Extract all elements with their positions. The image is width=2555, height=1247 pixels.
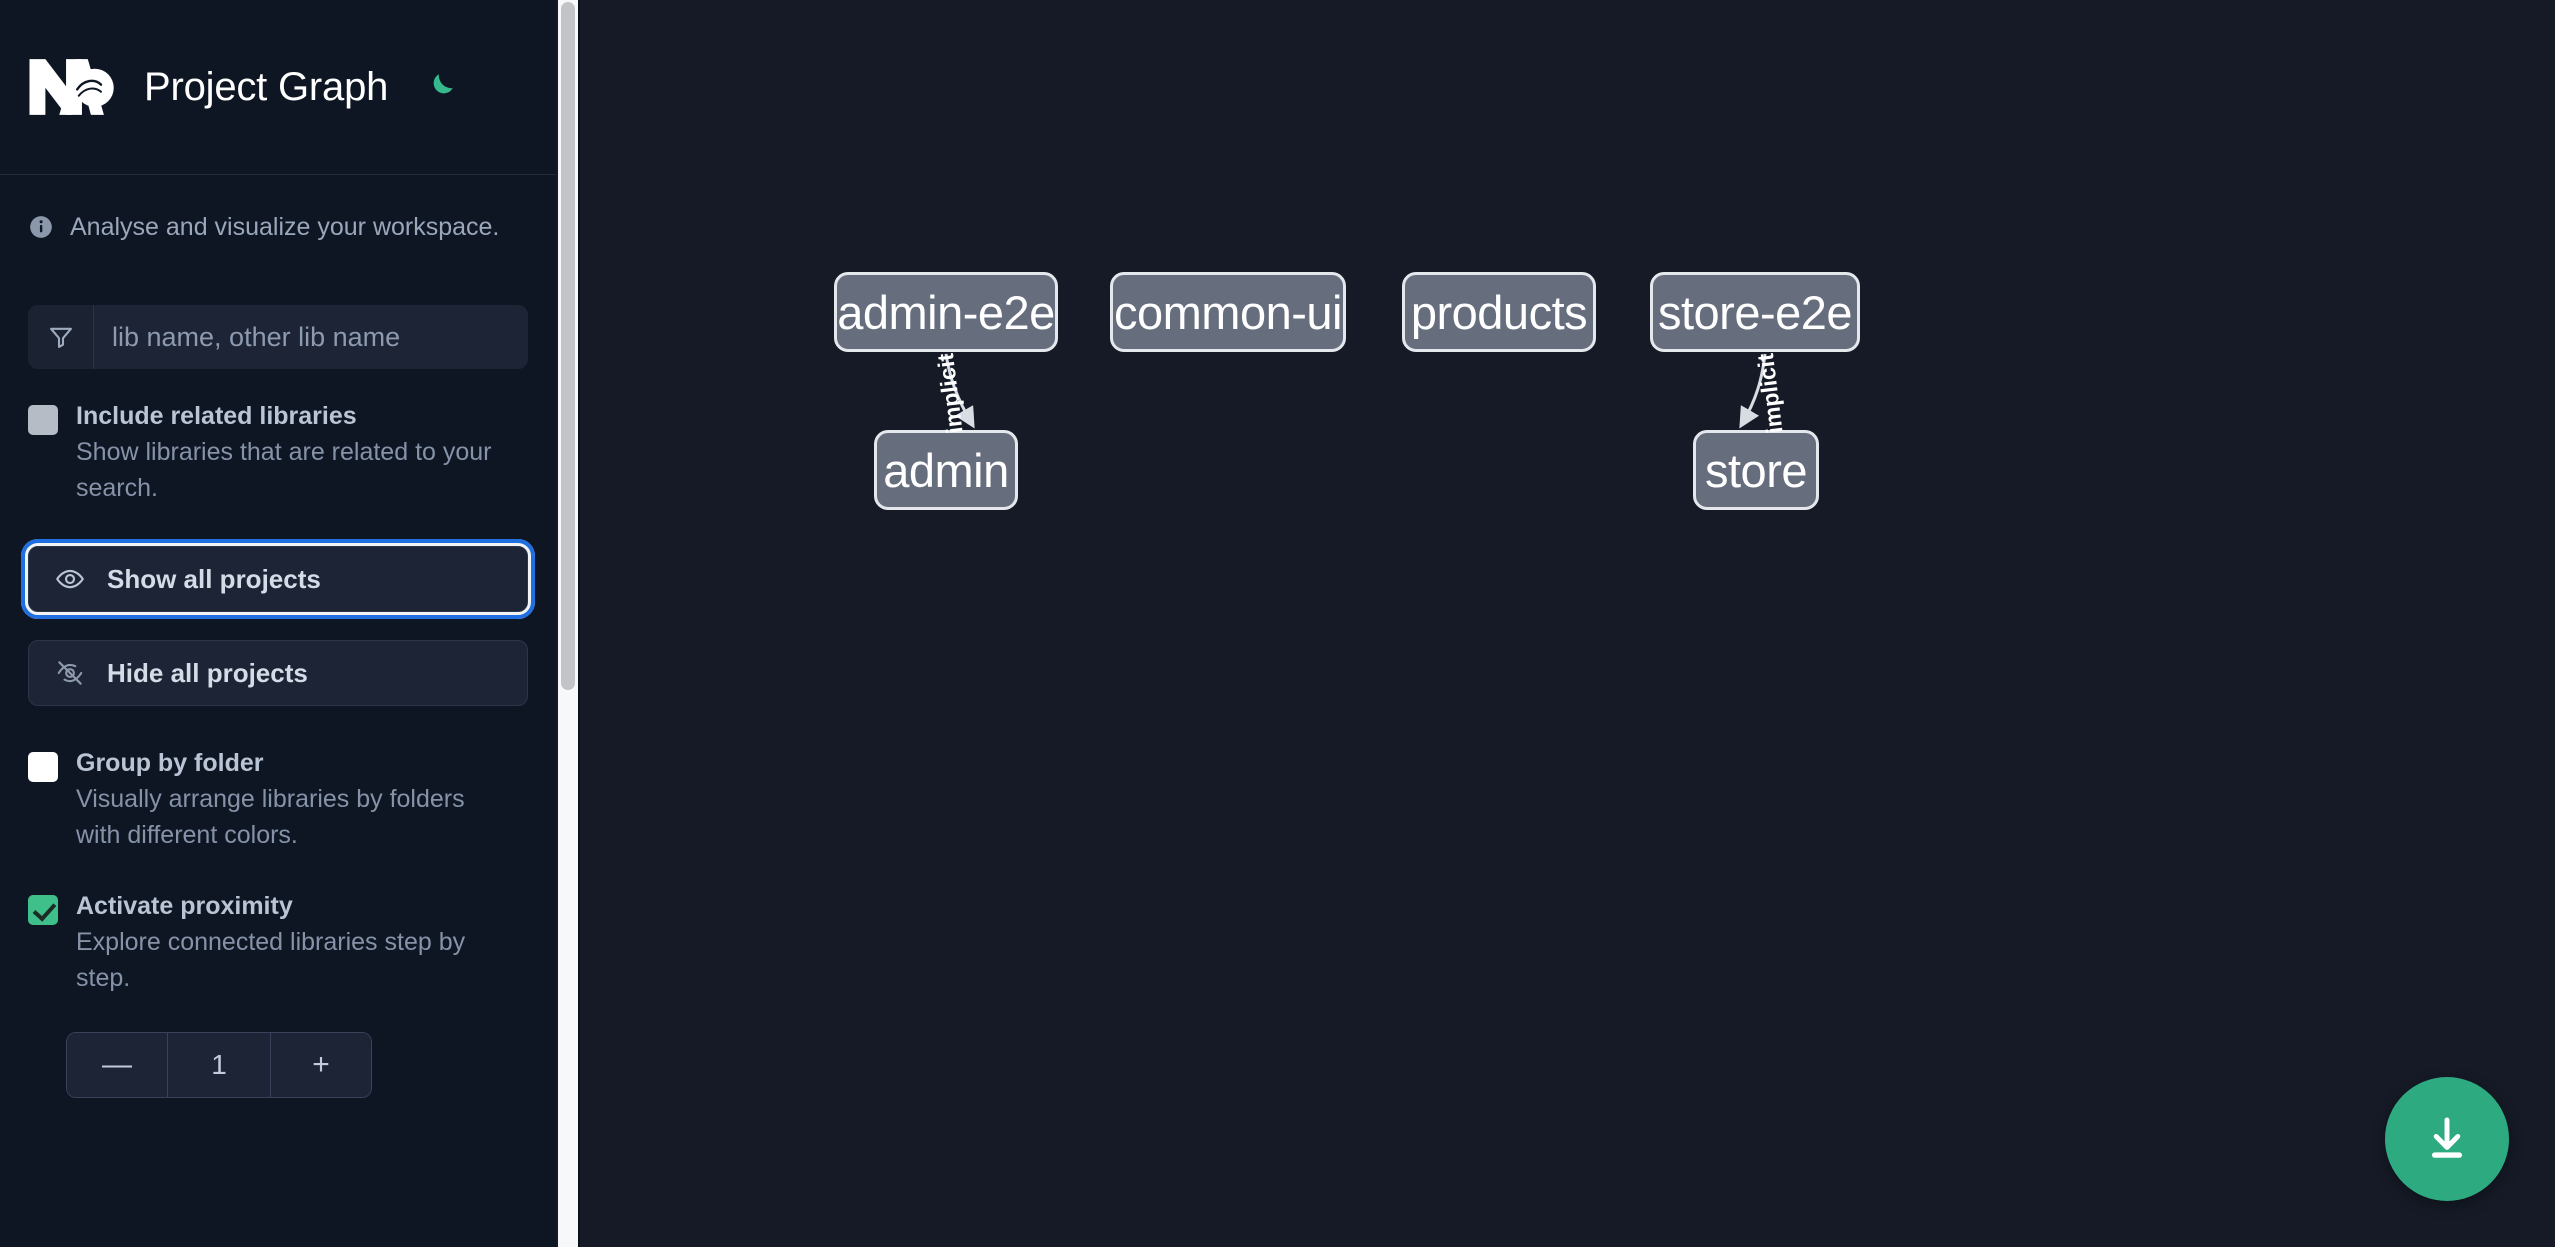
- sidebar: Project Graph Analyse and visualize yo: [0, 0, 556, 1247]
- sidebar-divider: [578, 0, 580, 1247]
- visibility-actions: Show all projects Hide all projects: [0, 539, 556, 706]
- hide-all-projects-label: Hide all projects: [107, 657, 308, 688]
- download-icon: [2420, 1111, 2474, 1168]
- filter-funnel-icon[interactable]: [28, 305, 94, 369]
- moon-icon[interactable]: [418, 65, 462, 109]
- proximity-decrement-button[interactable]: —: [67, 1033, 167, 1097]
- nx-logo-icon: [26, 56, 122, 118]
- option-description: Explore connected libraries step by step…: [76, 928, 466, 992]
- show-all-projects-label: Show all projects: [107, 563, 321, 594]
- search-input[interactable]: [94, 305, 528, 369]
- search-box[interactable]: [28, 305, 528, 369]
- sidebar-scrollbar-thumb[interactable]: [561, 2, 575, 690]
- proximity-increment-button[interactable]: +: [271, 1033, 371, 1097]
- option-activate-proximity[interactable]: Activate proximity Explore connected lib…: [0, 891, 556, 996]
- sidebar-scrollbar[interactable]: [558, 0, 578, 1247]
- option-label: Group by folder: [76, 749, 264, 777]
- option-label: Include related libraries: [76, 402, 357, 430]
- node-label: admin: [883, 443, 1009, 497]
- hide-all-projects-button[interactable]: Hide all projects: [28, 640, 528, 706]
- page-title: Project Graph: [144, 64, 389, 109]
- node-label: products: [1410, 285, 1588, 339]
- option-include-related-libraries[interactable]: Include related libraries Show libraries…: [0, 401, 556, 506]
- node-label: store: [1705, 443, 1808, 497]
- node-label: store-e2e: [1657, 285, 1853, 339]
- sidebar-header: Project Graph: [0, 0, 556, 175]
- filter-section: [0, 305, 556, 369]
- show-all-projects-button[interactable]: Show all projects: [21, 539, 535, 619]
- checkbox-group-by-folder[interactable]: [28, 752, 58, 782]
- download-graph-button[interactable]: [2385, 1077, 2509, 1201]
- proximity-value: 1: [167, 1033, 271, 1097]
- graph-node-products[interactable]: products: [1402, 272, 1596, 352]
- graph-node-admin[interactable]: admin: [874, 430, 1018, 510]
- checkbox-include-related-libraries[interactable]: [28, 405, 58, 435]
- graph-node-store[interactable]: store: [1693, 430, 1819, 510]
- node-label: common-ui: [1114, 285, 1342, 339]
- eye-icon: [55, 564, 85, 594]
- info-icon: [28, 214, 54, 240]
- option-description: Show libraries that are related to your …: [76, 438, 492, 502]
- tagline-text: Analyse and visualize your workspace.: [70, 212, 500, 241]
- option-label: Activate proximity: [76, 892, 293, 920]
- graph-node-common-ui[interactable]: common-ui: [1110, 272, 1346, 352]
- eye-off-icon: [55, 658, 85, 688]
- workspace-tagline: Analyse and visualize your workspace.: [0, 175, 556, 279]
- node-label: admin-e2e: [837, 285, 1055, 339]
- checkbox-activate-proximity[interactable]: [28, 895, 58, 925]
- option-description: Visually arrange libraries by folders wi…: [76, 785, 465, 849]
- graph-node-store-e2e[interactable]: store-e2e: [1650, 272, 1860, 352]
- proximity-stepper: — 1 +: [0, 1032, 556, 1098]
- graph-edges: [944, 353, 1767, 429]
- graph-canvas[interactable]: admin-e2e common-ui products store-e2e a…: [580, 0, 2555, 1247]
- graph-node-admin-e2e[interactable]: admin-e2e: [834, 272, 1058, 352]
- option-group-by-folder[interactable]: Group by folder Visually arrange librari…: [0, 748, 556, 853]
